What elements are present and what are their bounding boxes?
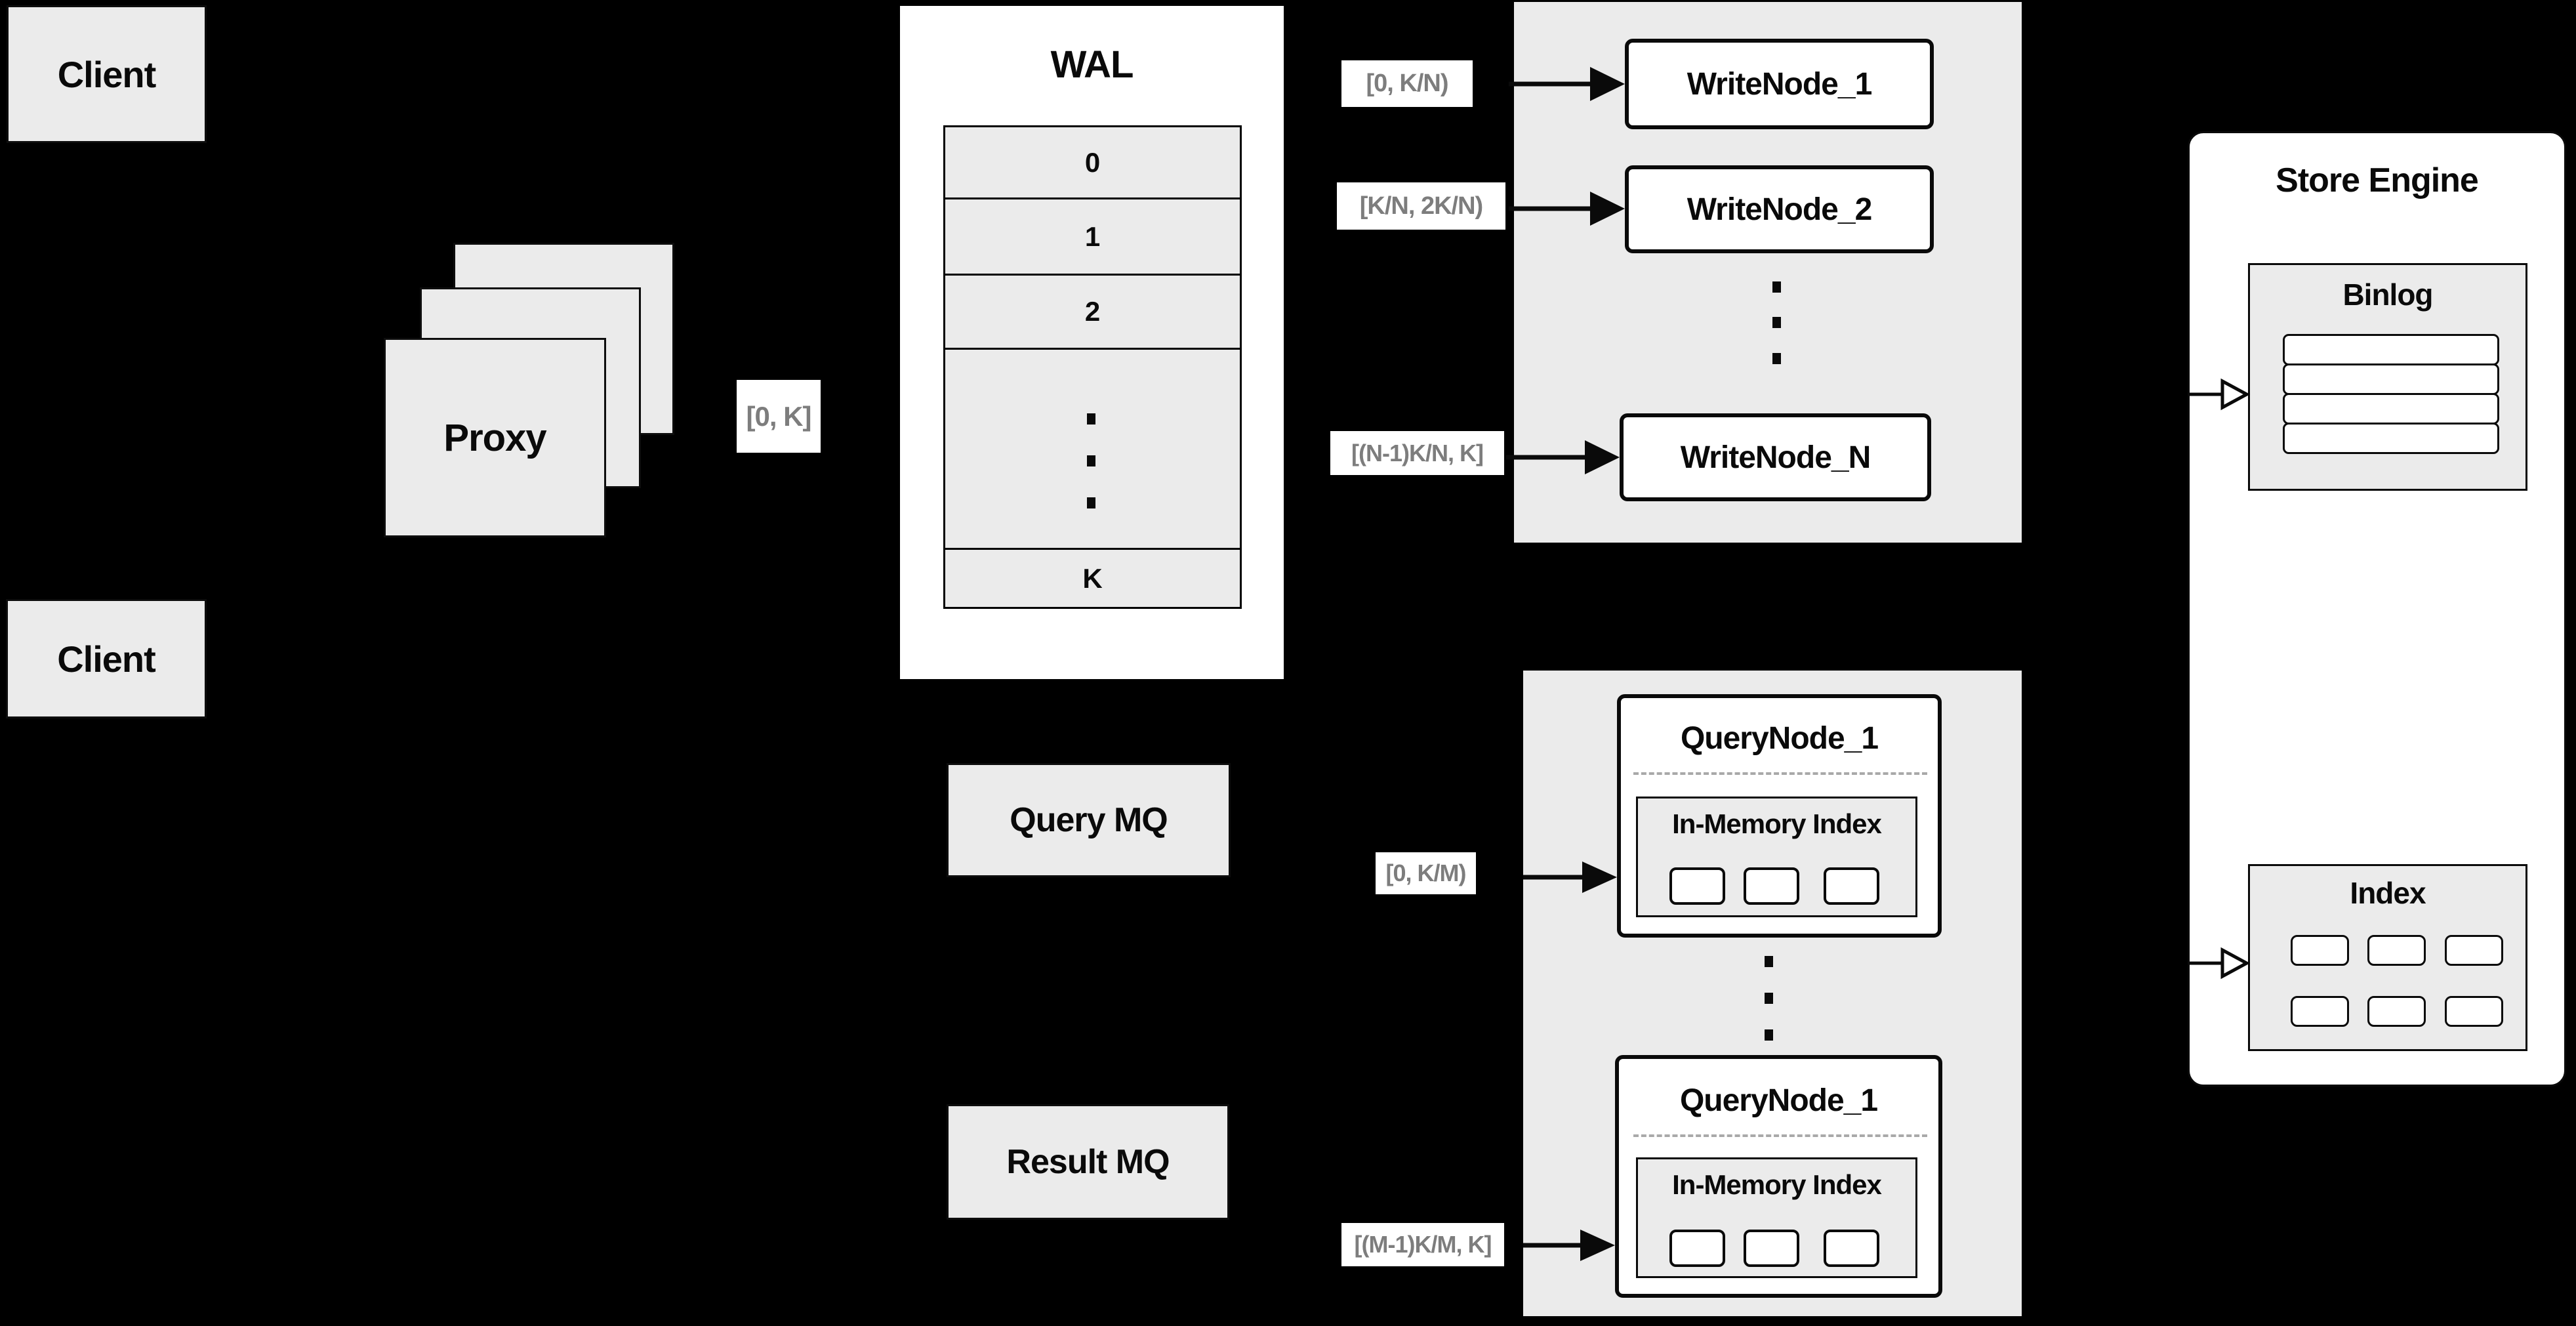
range-label-proxy: [0, K]	[737, 380, 821, 453]
wal-ellipsis-dot-1	[1087, 413, 1095, 425]
range-label-qn2: [(M-1)K/M, K]	[1341, 1223, 1504, 1266]
in-memory-index-1-segment-3	[1824, 867, 1879, 905]
client-top-label: Client	[57, 53, 157, 95]
arrow-to-binlog	[2189, 378, 2251, 411]
write-node-2: WriteNode_2	[1625, 165, 1934, 253]
range-label-wn1: [0, K/N)	[1341, 60, 1473, 107]
index-title: Index	[2248, 873, 2527, 913]
wal-row-1-text: 1	[1084, 220, 1101, 252]
range-label-wnn-text: [(N-1)K/N, K]	[1351, 439, 1484, 466]
range-label-qn1-text: [0, K/M)	[1385, 860, 1467, 886]
range-label-proxy-text: [0, K]	[746, 400, 812, 432]
range-label-wnn: [(N-1)K/N, K]	[1330, 431, 1504, 475]
store-engine-title-text: Store Engine	[2276, 161, 2479, 199]
query-node-2-title: QueryNode_1	[1615, 1077, 1942, 1123]
proxy-label: Proxy	[443, 416, 546, 459]
index-cell-1	[2291, 935, 2349, 966]
wal-table: 0 1 2 K	[943, 125, 1242, 609]
query-node-ellipsis-dot-1	[1765, 956, 1773, 967]
wal-title: WAL	[898, 38, 1286, 91]
range-label-qn1: [0, K/M)	[1376, 852, 1476, 894]
write-node-1: WriteNode_1	[1625, 39, 1934, 129]
query-node-2-divider	[1633, 1134, 1927, 1137]
arrow-to-query-node-1	[1523, 861, 1617, 893]
wal-ellipsis-dot-3	[1087, 497, 1095, 508]
wal-row-2-text: 2	[1084, 296, 1101, 327]
client-bottom-label: Client	[57, 638, 156, 680]
binlog-title-text: Binlog	[2342, 278, 2433, 312]
in-memory-index-2-title: In-Memory Index	[1636, 1167, 1917, 1203]
wal-row-k-text: K	[1082, 562, 1103, 594]
query-node-1-title: QueryNode_1	[1617, 715, 1942, 761]
query-node-1-title-text: QueryNode_1	[1680, 720, 1879, 756]
in-memory-index-2-segment-2	[1744, 1230, 1799, 1267]
index-cell-5	[2367, 996, 2426, 1027]
arrow-to-index	[2189, 947, 2251, 980]
write-node-ellipsis-dot-3	[1772, 353, 1781, 364]
query-mq-label: Query MQ	[1010, 801, 1168, 839]
write-node-1-label: WriteNode_1	[1687, 66, 1873, 102]
proxy-box: Proxy	[384, 338, 606, 537]
range-label-wn2: [K/N, 2K/N)	[1337, 182, 1505, 230]
range-label-wn2-text: [K/N, 2K/N)	[1359, 192, 1483, 220]
in-memory-index-1-segment-1	[1669, 867, 1725, 905]
client-top-box: Client	[7, 5, 207, 143]
binlog-title: Binlog	[2248, 274, 2527, 315]
result-mq-label: Result MQ	[1006, 1143, 1170, 1181]
index-cell-2	[2367, 935, 2426, 966]
wal-row-0-text: 0	[1084, 146, 1101, 178]
store-engine-title: Store Engine	[2194, 157, 2560, 203]
in-memory-index-1-text: In-Memory Index	[1672, 808, 1882, 839]
in-memory-index-1-title: In-Memory Index	[1636, 806, 1917, 842]
binlog-bar-4	[2283, 423, 2499, 454]
index-title-text: Index	[2350, 876, 2426, 910]
in-memory-index-2-text: In-Memory Index	[1672, 1169, 1882, 1200]
query-node-ellipsis-dot-3	[1765, 1029, 1773, 1041]
wal-row-ellipsis	[943, 348, 1242, 550]
wal-ellipsis-dot-2	[1087, 455, 1095, 466]
index-cell-6	[2445, 996, 2503, 1027]
write-node-2-label: WriteNode_2	[1687, 192, 1873, 227]
range-label-qn2-text: [(M-1)K/M, K]	[1354, 1231, 1492, 1258]
range-label-wn1-text: [0, K/N)	[1366, 70, 1449, 97]
binlog-bars	[2283, 334, 2499, 454]
arrow-to-write-node-1	[1509, 67, 1625, 101]
in-memory-index-1-segment-2	[1744, 867, 1799, 905]
wal-title-text: WAL	[1050, 43, 1134, 86]
wal-row-k: K	[943, 548, 1242, 609]
index-cell-4	[2291, 996, 2349, 1027]
arrow-to-write-node-n	[1506, 440, 1620, 474]
write-node-n-label: WriteNode_N	[1680, 440, 1871, 475]
index-cell-3	[2445, 935, 2503, 966]
write-node-n: WriteNode_N	[1620, 413, 1931, 501]
result-mq-box: Result MQ	[947, 1104, 1229, 1220]
query-node-2-title-text: QueryNode_1	[1679, 1083, 1878, 1118]
arrow-to-query-node-2	[1523, 1230, 1615, 1261]
in-memory-index-2-segment-3	[1824, 1230, 1879, 1267]
query-mq-box: Query MQ	[947, 763, 1231, 877]
client-bottom-box: Client	[6, 599, 207, 718]
in-memory-index-2-segment-1	[1669, 1230, 1725, 1267]
write-node-ellipsis-dot-1	[1772, 281, 1781, 293]
write-node-ellipsis-dot-2	[1772, 317, 1781, 328]
query-node-1-divider	[1633, 772, 1927, 775]
arrow-to-write-node-2	[1509, 192, 1625, 226]
query-node-ellipsis-dot-2	[1765, 993, 1773, 1004]
